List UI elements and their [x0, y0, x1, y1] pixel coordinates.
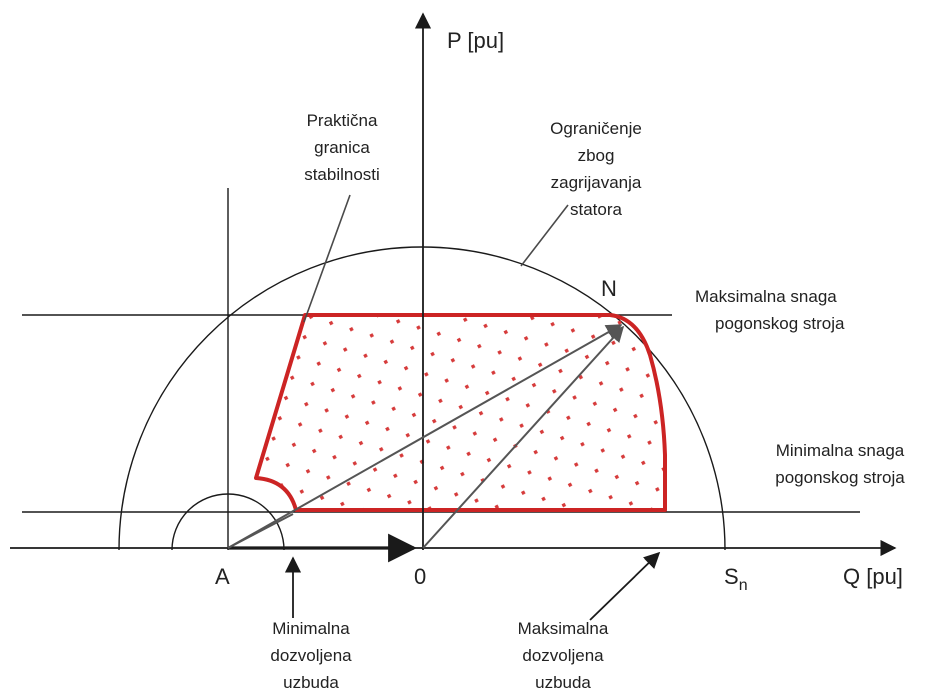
- annotation-max-power: Maksimalna snaga pogonskog stroja: [695, 287, 845, 333]
- annotation-line: Ograničenje: [550, 119, 642, 138]
- annotation-line: Maksimalna: [518, 619, 609, 638]
- vector-a-n: [227, 324, 623, 549]
- point-s-label: Sn: [724, 564, 748, 594]
- point-n-label: N: [601, 276, 617, 301]
- annotation-line: Praktična: [307, 111, 378, 130]
- annotation-line: uzbuda: [283, 673, 339, 692]
- annotation-line: dozvoljena: [270, 646, 352, 665]
- annotation-line: Minimalna snaga: [776, 441, 905, 460]
- annotation-line: dozvoljena: [522, 646, 604, 665]
- leader-max-excitation: [589, 551, 661, 621]
- q-axis-label: Q [pu]: [843, 564, 903, 589]
- annotation-line: zagrijavanja: [551, 173, 642, 192]
- annotation-stability: Praktična granica stabilnosti: [304, 111, 380, 184]
- stator-limit-arc: [118, 246, 726, 551]
- annotation-line: Minimalna: [272, 619, 350, 638]
- annotation-line: uzbuda: [535, 673, 591, 692]
- annotation-max-excitation: Maksimalna dozvoljena uzbuda: [518, 619, 609, 692]
- annotation-line: zbog: [578, 146, 615, 165]
- vector-a-min-power: [227, 513, 294, 549]
- annotation-line: statora: [570, 200, 623, 219]
- annotation-line: granica: [314, 138, 370, 157]
- annotation-line: stabilnosti: [304, 165, 380, 184]
- annotation-min-power: Minimalna snaga pogonskog stroja: [775, 441, 905, 487]
- point-s-main: S: [724, 564, 739, 589]
- point-a-label: A: [215, 564, 230, 589]
- leader-stability: [303, 194, 351, 323]
- p-axis-label: P [pu]: [447, 28, 504, 53]
- annotation-min-excitation: Minimalna dozvoljena uzbuda: [270, 619, 352, 692]
- annotation-line: Maksimalna snaga: [695, 287, 837, 306]
- leader-stator: [520, 204, 569, 267]
- operating-region-border: [254, 313, 667, 512]
- annotation-stator: Ograničenje zbog zagrijavanja statora: [550, 119, 642, 219]
- annotation-line: pogonskog stroja: [775, 468, 905, 487]
- annotation-line: pogonskog stroja: [715, 314, 845, 333]
- vector-zero-n: [422, 325, 625, 549]
- operating-region-fill: [254, 315, 665, 510]
- point-s-sub: n: [739, 577, 748, 594]
- point-zero-label: 0: [414, 564, 426, 589]
